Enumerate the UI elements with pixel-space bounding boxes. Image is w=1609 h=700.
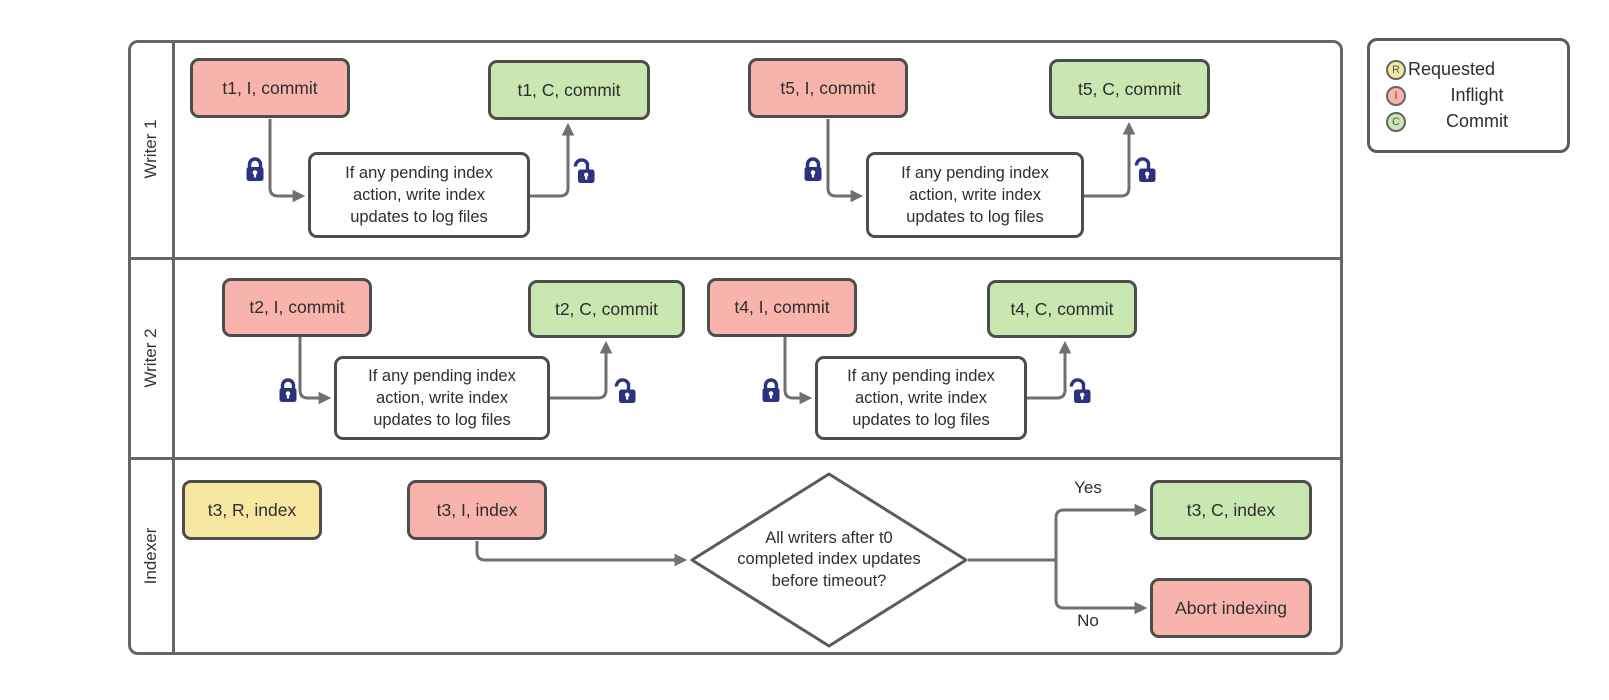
- legend: R Requested I Inflight C Commit: [1367, 38, 1570, 153]
- lock-closed-icon: [759, 376, 783, 409]
- decision-line: All writers after t0: [765, 528, 893, 547]
- process-line: If any pending index: [368, 366, 516, 385]
- node-t5-inflight: t5, I, commit: [748, 58, 908, 118]
- requested-status-icon: R: [1386, 59, 1406, 80]
- edge-label-yes: Yes: [1074, 478, 1102, 497]
- edge-label-no: No: [1077, 611, 1099, 630]
- swimlane-frame: [128, 40, 1343, 655]
- legend-item-commit: C Commit: [1386, 111, 1567, 132]
- legend-item-inflight: I Inflight: [1386, 85, 1567, 106]
- process-line: If any pending index: [901, 163, 1049, 182]
- lane-divider-2: [128, 457, 1343, 460]
- legend-label: Inflight: [1450, 85, 1504, 105]
- node-t3-requested: t3, R, index: [182, 480, 322, 540]
- node-t3-commit: t3, C, index: [1150, 480, 1312, 540]
- node-process-writer1-b: If any pending index action, write index u…: [866, 152, 1084, 238]
- node-t3-inflight: t3, I, index: [407, 480, 547, 540]
- node-t1-commit: t1, C, commit: [488, 60, 650, 120]
- process-line: updates to log files: [852, 411, 990, 430]
- process-line: action, write index: [352, 185, 486, 204]
- lock-closed-icon: [801, 155, 825, 188]
- process-line: updates to log files: [373, 411, 511, 430]
- lock-open-icon: [611, 377, 637, 410]
- node-t2-commit: t2, C, commit: [528, 280, 685, 338]
- process-line: updates to log files: [906, 208, 1044, 227]
- process-line: action, write index: [908, 185, 1042, 204]
- lock-open-icon: [1066, 377, 1092, 410]
- lock-open-icon: [570, 157, 596, 190]
- node-t4-commit: t4, C, commit: [987, 280, 1137, 338]
- decision-line: before timeout?: [771, 571, 887, 590]
- node-process-writer1-a: If any pending index action, write index u…: [308, 152, 530, 238]
- process-line: updates to log files: [350, 208, 488, 227]
- legend-label: Commit: [1446, 111, 1508, 131]
- lock-closed-icon: [243, 155, 267, 188]
- lock-closed-icon: [276, 376, 300, 409]
- node-t2-inflight: t2, I, commit: [222, 278, 372, 337]
- node-abort-indexing: Abort indexing: [1150, 578, 1312, 638]
- decision-line: completed index updates: [737, 550, 921, 569]
- node-t1-inflight: t1, I, commit: [190, 58, 350, 118]
- lock-open-icon: [1131, 156, 1157, 189]
- process-line: If any pending index: [345, 163, 493, 182]
- node-t5-commit: t5, C, commit: [1049, 59, 1210, 119]
- lane-label-divider: [172, 40, 175, 655]
- legend-item-requested: R Requested: [1386, 59, 1567, 80]
- lane-divider-1: [128, 257, 1343, 260]
- lane-label-writer1: Writer 1: [141, 119, 160, 179]
- decision-diamond: All writers after t0 completed index upd…: [690, 472, 968, 648]
- node-process-writer2-b: If any pending index action, write index u…: [815, 356, 1027, 440]
- decision-text: All writers after t0 completed index upd…: [690, 472, 968, 648]
- process-line: If any pending index: [847, 366, 995, 385]
- inflight-status-icon: I: [1386, 85, 1406, 106]
- lane-label-indexer: Indexer: [141, 527, 160, 585]
- lane-label-writer2: Writer 2: [141, 328, 160, 388]
- node-t4-inflight: t4, I, commit: [707, 278, 857, 337]
- process-line: action, write index: [375, 388, 509, 407]
- legend-label: Requested: [1408, 59, 1496, 79]
- node-process-writer2-a: If any pending index action, write index u…: [334, 356, 550, 440]
- commit-status-icon: C: [1386, 111, 1406, 132]
- process-line: action, write index: [854, 388, 988, 407]
